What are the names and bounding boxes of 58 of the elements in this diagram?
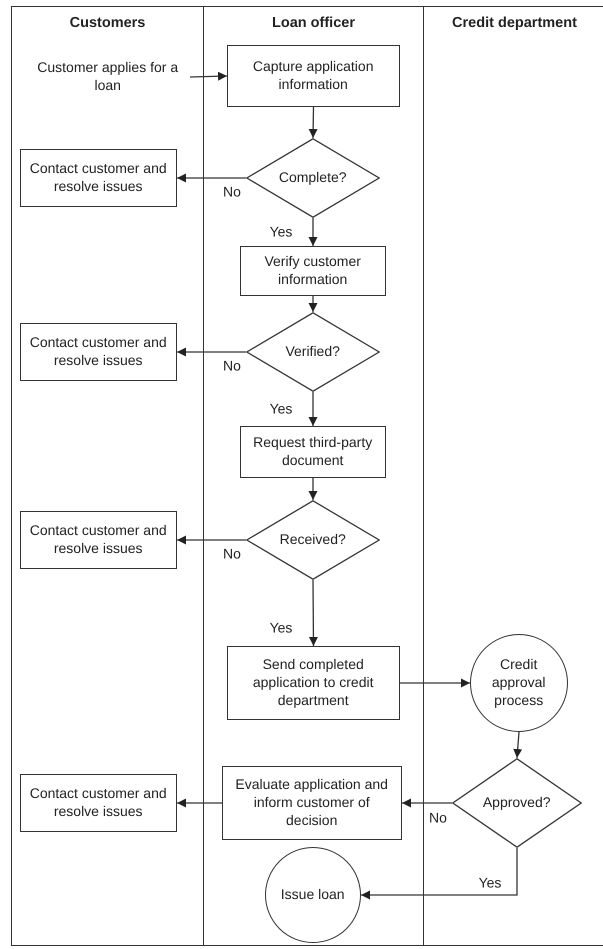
node-text: Verify customer information <box>263 252 362 289</box>
decision-diamond <box>246 312 380 392</box>
node-text: Contact customer and resolve issues <box>28 160 168 196</box>
edge-label: Yes <box>268 224 294 240</box>
node-text: Evaluate application and inform customer of decision <box>234 776 389 830</box>
arrow <box>400 678 470 688</box>
lane-heading: Credit department <box>451 15 578 31</box>
swimlane <box>423 6 603 946</box>
node-text: Complete? <box>278 168 347 187</box>
decision-diamond <box>452 758 582 848</box>
node-text: Received? <box>280 530 346 549</box>
arrow <box>308 478 318 500</box>
node-text: Verified? <box>285 342 340 361</box>
process-box <box>226 44 400 107</box>
arrow <box>308 580 318 646</box>
node-text: Request third-party document <box>252 434 374 470</box>
arrow <box>190 72 228 81</box>
arrow <box>308 106 318 138</box>
process-box <box>240 246 386 296</box>
node-text: Contact customer and resolve issues <box>28 334 168 370</box>
lane-heading: Loan officer <box>271 15 356 31</box>
arrow <box>308 218 318 246</box>
arrow <box>177 174 246 182</box>
arrow <box>177 348 246 356</box>
edge-label: No <box>222 184 242 200</box>
lane-heading: Customers <box>68 15 146 31</box>
edge-label: No <box>222 546 242 562</box>
arrow <box>177 798 222 808</box>
node-text: Issue loan <box>280 886 345 904</box>
edge-label: Yes <box>268 401 294 417</box>
swimlane <box>203 6 424 946</box>
node-text: Send completed application to credit department <box>252 656 374 710</box>
process-box <box>240 426 386 478</box>
arrow <box>308 296 318 312</box>
edge-label: No <box>428 810 448 826</box>
process-box <box>20 322 177 381</box>
decision-diamond <box>246 138 380 218</box>
process-box <box>20 774 177 832</box>
edge-label: No <box>222 358 242 374</box>
node-text: Approved? <box>482 794 551 812</box>
arrow <box>361 848 518 900</box>
process-box <box>226 646 400 720</box>
node-text: Credit approval process <box>490 656 547 710</box>
process-box <box>20 148 177 207</box>
process-box <box>222 766 402 840</box>
arrow <box>513 732 522 758</box>
start-label: Customer applies for a loan <box>26 56 190 97</box>
edge-label: Yes <box>268 620 294 636</box>
process-box <box>20 510 177 569</box>
arrow <box>177 536 246 544</box>
arrow <box>402 798 452 808</box>
arrow <box>308 392 318 426</box>
edge-label: Yes <box>478 875 502 891</box>
node-text: Contact customer and resolve issues <box>28 522 168 558</box>
node-text: Capture application information <box>252 58 374 94</box>
swimlane <box>11 6 204 946</box>
node-text: Contact customer and resolve issues <box>28 784 168 821</box>
decision-diamond <box>246 500 380 580</box>
